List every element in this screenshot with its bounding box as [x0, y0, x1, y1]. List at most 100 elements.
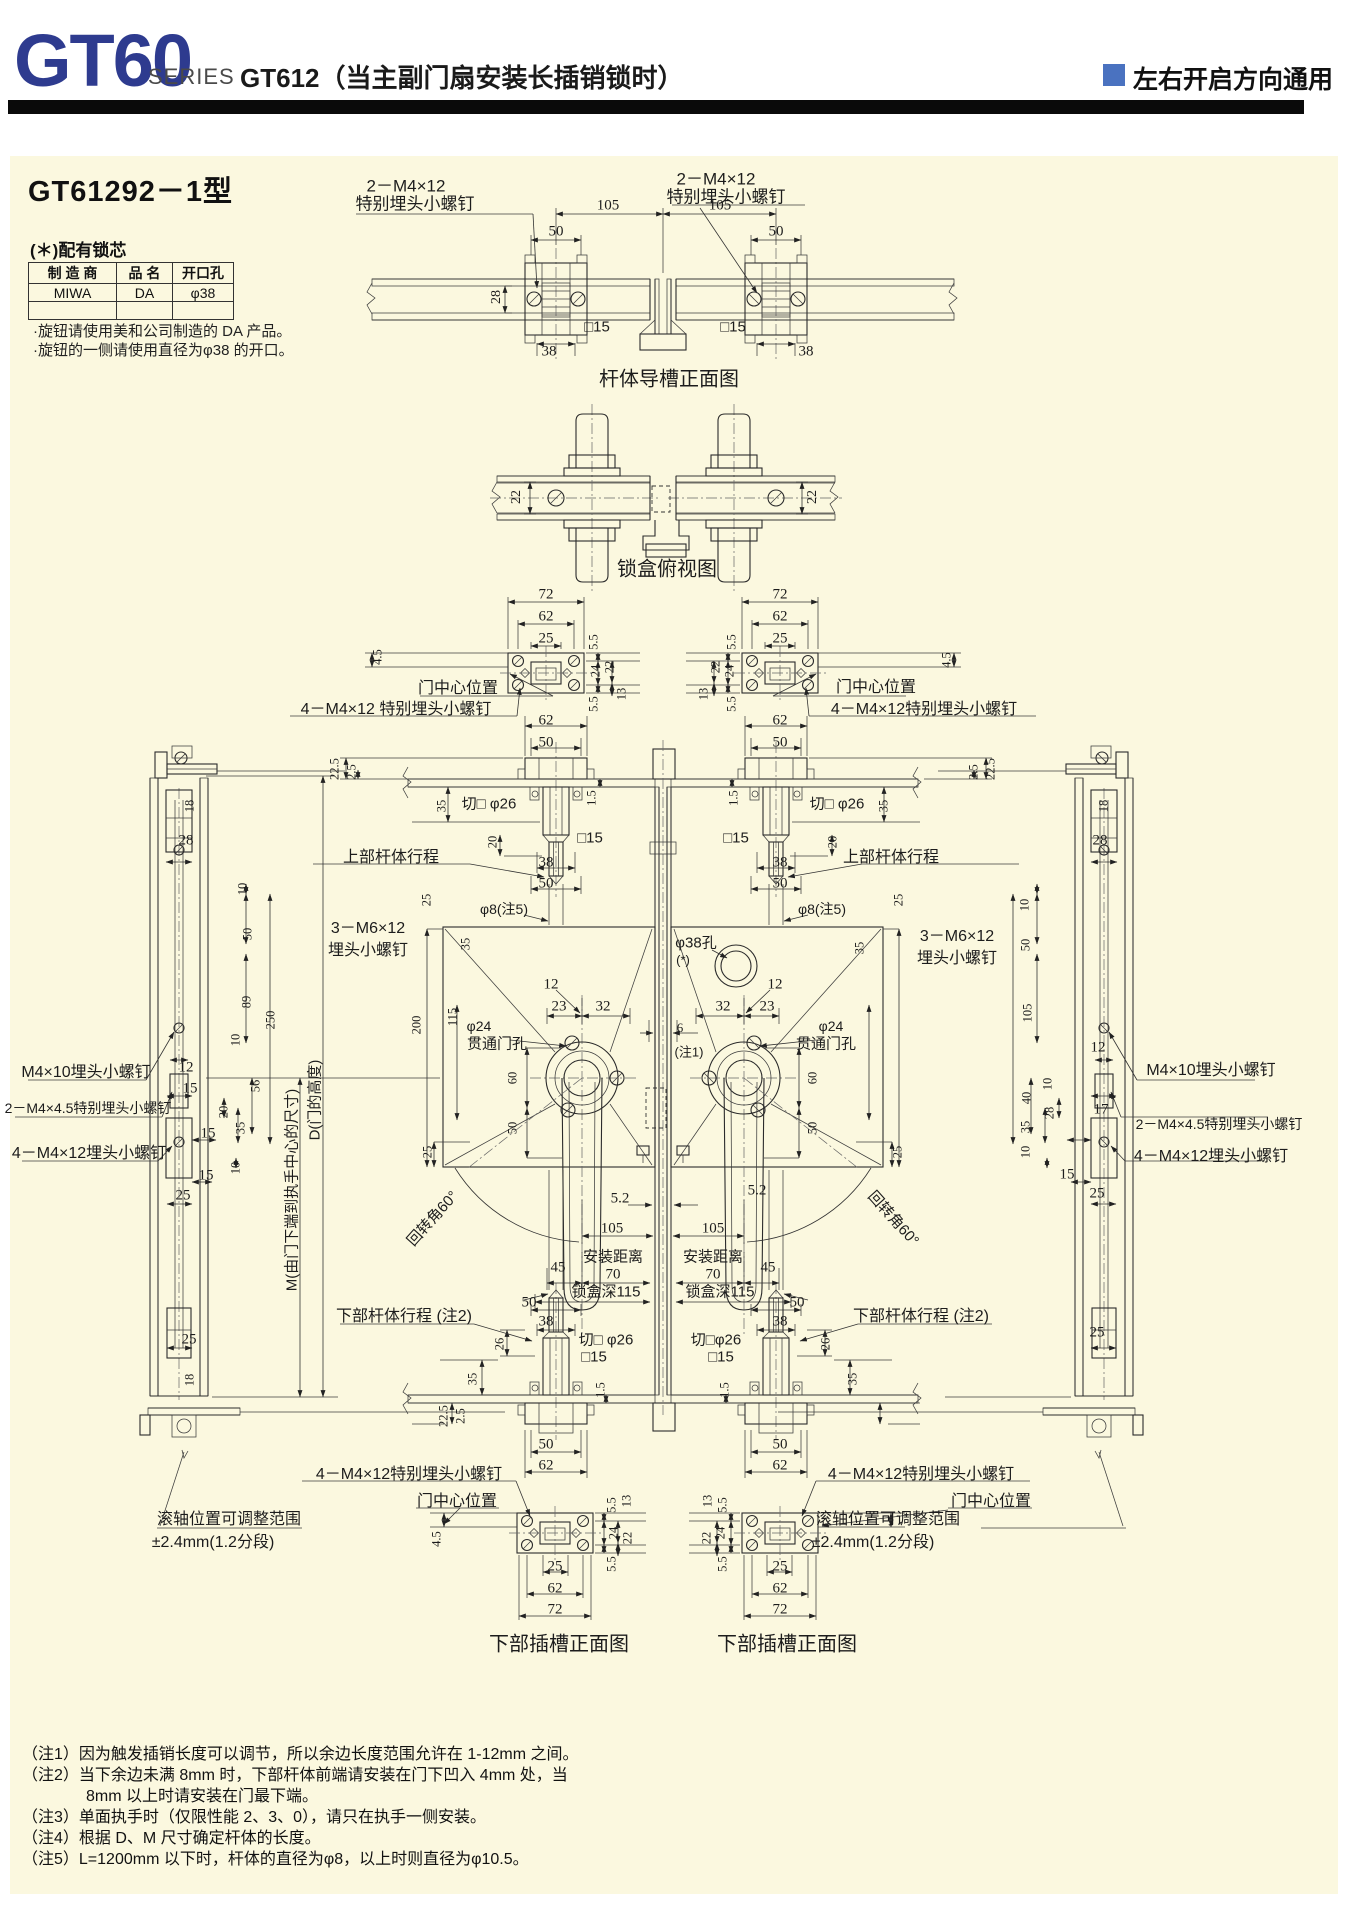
- dim-label: φ8(注5): [798, 901, 846, 917]
- dim-label: 切□ φ26: [578, 1331, 634, 1349]
- dim-label: 5.5: [715, 1497, 730, 1513]
- header-divider: [8, 100, 1304, 114]
- dim-label: 下部杆体行程 (注2): [852, 1308, 990, 1325]
- dim-label: 56: [248, 1079, 263, 1093]
- dim-label: 贯通门孔: [795, 1035, 857, 1053]
- dim-label: 24: [713, 1526, 728, 1540]
- dim-label: 22: [620, 1531, 635, 1545]
- dim-label: 50: [772, 1436, 788, 1453]
- dim-label: 埋头小螺钉: [327, 942, 409, 959]
- dim-label: 50: [538, 1436, 554, 1453]
- dim-label: 20: [485, 835, 500, 849]
- dim-label: 28: [489, 290, 504, 304]
- dim-label: 20: [216, 1105, 231, 1119]
- dim-label: □15: [581, 1348, 607, 1366]
- dim-label: 5.5: [604, 1556, 619, 1572]
- dim-label: □15: [708, 1348, 734, 1366]
- dim-label: 18: [1096, 799, 1111, 813]
- dim-label: 26: [818, 1337, 833, 1351]
- dim-label: 24: [588, 664, 603, 678]
- dim-label: 13: [619, 1494, 634, 1508]
- lock-core-caption: (＊)配有锁芯: [30, 241, 127, 260]
- dim-label: 35: [876, 799, 891, 813]
- dim-label: □15: [720, 318, 746, 336]
- dim-label: 45: [550, 1259, 566, 1276]
- dim-label: □15: [584, 318, 610, 336]
- dim-label: 5.5: [724, 696, 739, 712]
- dim-label: 5.5: [724, 634, 739, 650]
- dim-label: 滚轴位置可调整范围: [815, 1511, 961, 1528]
- dim-label: 15: [198, 1167, 214, 1184]
- dim-label: 4－M4×12埋头小螺钉: [11, 1145, 167, 1162]
- dim-label: 105: [600, 1220, 624, 1237]
- dim-label: 72: [772, 586, 788, 603]
- footnote-line: （注3）单面执手时（仅限性能 2、3、0），请只在执手一侧安装。: [22, 1809, 487, 1826]
- dim-label: 4－M4×12特别埋头小螺钉: [827, 1466, 1015, 1483]
- dim-label: 13: [614, 687, 629, 701]
- dim-label: 25: [538, 630, 554, 647]
- model-subtitle: GT612（当主副门扇安装长插销锁时）: [240, 63, 684, 93]
- dim-label: 2.5: [344, 764, 359, 780]
- dim-label: 安装距离: [682, 1248, 744, 1266]
- dim-label: 22.5: [983, 758, 998, 780]
- table-cell: DA: [116, 283, 173, 302]
- dim-label: 70: [705, 1266, 721, 1283]
- dim-label: 50: [1018, 938, 1033, 952]
- dim-label: 35: [1018, 1120, 1033, 1134]
- dim-label: 埋头小螺钉: [916, 950, 998, 967]
- dim-label: 15: [182, 1080, 198, 1097]
- content-panel: [10, 156, 1338, 1894]
- dim-label: 5.5: [604, 1497, 619, 1513]
- dim-label: 锁盒深115: [685, 1283, 755, 1301]
- dim-label: 4－M4×12埋头小螺钉: [1133, 1148, 1289, 1165]
- dim-label: 50: [548, 223, 564, 240]
- dim-label: 1.5: [717, 1382, 732, 1398]
- dim-label: 62: [538, 1457, 554, 1474]
- lock-core-notes: ·旋钮请使用美和公司制造的 DA 产品。·旋钮的一侧请使用直径为φ38 的开口。: [33, 322, 294, 360]
- dim-label: 23: [759, 998, 775, 1015]
- dim-label: 72: [772, 1601, 788, 1618]
- dim-label: 15: [200, 1125, 216, 1142]
- dim-label: 10: [228, 1033, 243, 1047]
- dim-label: 门中心位置: [835, 679, 917, 696]
- dim-label: 12: [178, 1059, 194, 1076]
- dim-label: 20: [825, 835, 840, 849]
- dim-label: 6: [676, 1020, 684, 1035]
- dim-label: ±2.4mm(1.2分段): [811, 1534, 935, 1551]
- dim-label: 5.2: [610, 1190, 630, 1207]
- dim-label: D(门的高度): [306, 1059, 324, 1141]
- dim-label: 250: [263, 1010, 278, 1030]
- dim-label: 70: [605, 1266, 621, 1283]
- dim-label: 2.5: [453, 1408, 468, 1424]
- dim-label: 门中心位置: [416, 1493, 498, 1510]
- dim-label: 18: [182, 1373, 197, 1387]
- dim-label: 5.2: [747, 1182, 767, 1199]
- table-cell: φ38: [172, 283, 234, 302]
- dim-label: 35: [233, 1121, 248, 1135]
- table-cell: [172, 301, 234, 320]
- dim-label: 89: [239, 995, 254, 1009]
- dim-label: 2－M4×4.5特别埋头小螺钉: [1135, 1116, 1303, 1132]
- dim-label: 50: [772, 875, 788, 892]
- dim-label: 4.5: [429, 1531, 444, 1547]
- dim-label: 25: [772, 1558, 788, 1575]
- dim-label: 12: [543, 976, 559, 993]
- dim-label: 10: [1018, 1145, 1033, 1159]
- dim-label: 105: [701, 1220, 725, 1237]
- dim-label: 2－M4×4.5特别埋头小螺钉: [4, 1100, 172, 1116]
- dim-label: 35: [852, 941, 867, 955]
- footnotes: （注1）因为触发插销长度可以调节，所以余边长度范围允许在 1-12mm 之间。（…: [22, 1744, 578, 1870]
- dim-label: M4×10埋头小螺钉: [1146, 1062, 1276, 1079]
- dim-label: 25: [181, 1331, 197, 1348]
- dim-label: φ8(注5): [480, 901, 528, 917]
- dim-label: 24: [606, 1526, 621, 1540]
- dim-label: 25: [1089, 1185, 1105, 1202]
- dim-label: 1.5: [584, 790, 599, 806]
- dim-label: 62: [772, 1457, 788, 1474]
- dim-label: 40: [1019, 1091, 1034, 1105]
- dim-label: 门中心位置: [950, 1493, 1032, 1510]
- dim-label: 105: [596, 197, 620, 214]
- dim-label: □15: [723, 829, 749, 847]
- dim-label: 25: [175, 1187, 191, 1204]
